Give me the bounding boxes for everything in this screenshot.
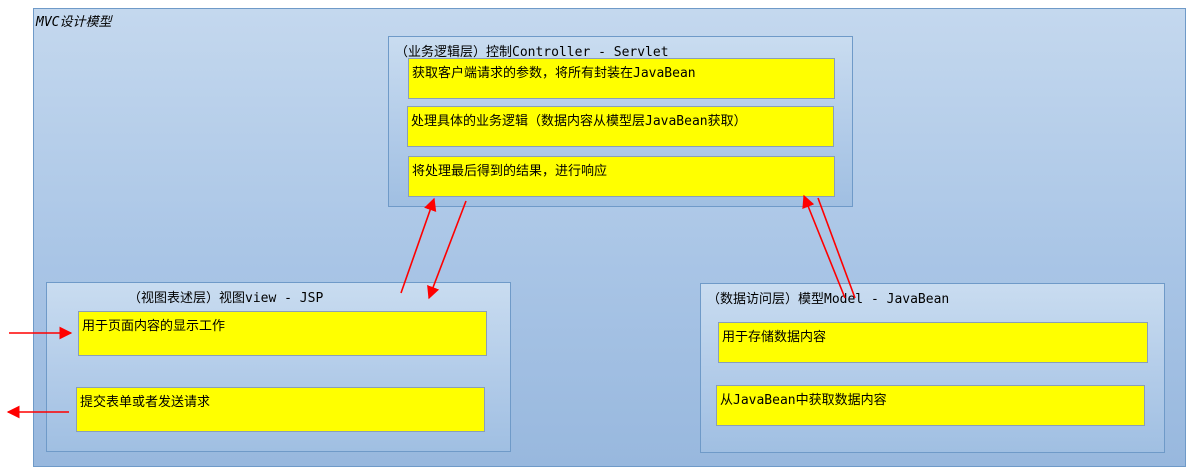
diagram-title: MVC设计模型 (36, 15, 112, 30)
view-item-display: 用于页面内容的显示工作 (78, 311, 487, 356)
arrow-controller-to-model (817, 197, 856, 299)
controller-item-business-logic: 处理具体的业务逻辑（数据内容从模型层JavaBean获取） (407, 106, 834, 147)
arrow-model-to-controller (802, 194, 846, 299)
controller-item-get-params: 获取客户端请求的参数，将所有封装在JavaBean (408, 58, 835, 99)
arrow-controller-to-view (427, 200, 467, 300)
model-layer-title: （数据访问层）模型Model - JavaBean (707, 292, 950, 307)
controller-item-response: 将处理最后得到的结果，进行响应 (408, 156, 835, 197)
view-item-submit-request: 提交表单或者发送请求 (76, 387, 485, 432)
model-item-get-data: 从JavaBean中获取数据内容 (716, 385, 1145, 426)
model-item-store-data: 用于存储数据内容 (718, 322, 1148, 363)
controller-layer-title: （业务逻辑层）控制Controller - Servlet (395, 45, 669, 60)
view-layer-title: （视图表述层）视图view - JSP (128, 291, 324, 306)
arrow-view-to-controller (400, 197, 437, 294)
